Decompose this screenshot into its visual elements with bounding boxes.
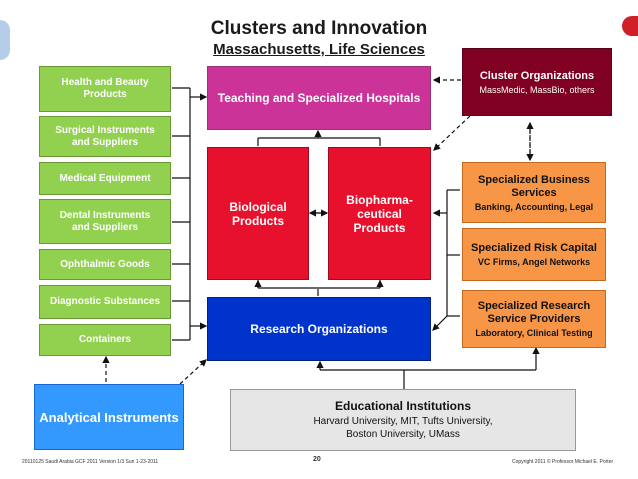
educational-institutions-box: Educational Institutions Harvard Univers… xyxy=(230,389,576,451)
research-service-providers-title: Specialized Research Service Providers xyxy=(477,300,591,325)
educational-institutions-sub: Harvard University, MIT, Tufts Universit… xyxy=(313,416,493,440)
research-organizations-label: Research Organizations xyxy=(250,322,388,336)
research-organizations-box: Research Organizations xyxy=(207,297,431,361)
biopharmaceutical-products-label: Biopharma-ceutical Products xyxy=(346,192,413,235)
risk-capital-title: Specialized Risk Capital xyxy=(471,242,597,254)
decorative-logo-right xyxy=(622,16,638,36)
research-service-providers-box: Specialized Research Service Providers L… xyxy=(462,290,606,348)
business-services-sub: Banking, Accounting, Legal xyxy=(474,201,594,212)
footer-right: Copyright 2011 © Professor Michael E. Po… xyxy=(512,459,614,465)
containers-box: Containers xyxy=(39,324,171,356)
biological-products-box: Biological Products xyxy=(207,147,309,280)
surgical-instruments-label: Surgical Instruments and Suppliers xyxy=(55,124,155,148)
dental-instruments-label: Dental Instruments and Suppliers xyxy=(59,209,151,233)
biological-products-label: Biological Products xyxy=(229,199,287,228)
medical-equipment-label: Medical Equipment xyxy=(59,172,151,184)
biopharmaceutical-products-box: Biopharma-ceutical Products xyxy=(328,147,431,280)
page-subtitle: Massachusetts, Life Sciences xyxy=(213,41,425,58)
cluster-organizations-sub: MassMedic, MassBio, others xyxy=(479,84,595,95)
business-services-box: Specialized Business Services Banking, A… xyxy=(462,162,606,223)
diagnostic-substances-label: Diagnostic Substances xyxy=(49,296,161,307)
health-beauty-label: Health and Beauty Products xyxy=(61,77,149,100)
analytical-instruments-box: Analytical Instruments xyxy=(34,384,184,450)
cluster-organizations-box: Cluster Organizations MassMedic, MassBio… xyxy=(462,48,612,116)
hospitals-label: Teaching and Specialized Hospitals xyxy=(217,91,421,105)
page-number: 20 xyxy=(313,456,321,463)
dental-instruments-box: Dental Instruments and Suppliers xyxy=(39,199,171,244)
cluster-organizations-title: Cluster Organizations xyxy=(479,69,595,82)
research-service-providers-sub: Laboratory, Clinical Testing xyxy=(475,328,593,338)
business-services-title: Specialized Business Services xyxy=(478,173,590,199)
risk-capital-sub: VC Firms, Angel Networks xyxy=(477,257,591,267)
diagnostic-substances-box: Diagnostic Substances xyxy=(39,285,171,319)
page-title: Clusters and Innovation xyxy=(210,18,428,39)
risk-capital-box: Specialized Risk Capital VC Firms, Angel… xyxy=(462,228,606,281)
analytical-instruments-label: Analytical Instruments xyxy=(39,409,179,425)
ophthalmic-goods-label: Ophthalmic Goods xyxy=(60,258,150,270)
containers-label: Containers xyxy=(78,334,132,345)
health-beauty-box: Health and Beauty Products xyxy=(39,66,171,112)
hospitals-box: Teaching and Specialized Hospitals xyxy=(207,66,431,130)
footer-left: 20110125 Saudi Arabia GCF 2011 Version 1… xyxy=(22,459,159,465)
medical-equipment-box: Medical Equipment xyxy=(39,162,171,195)
surgical-instruments-box: Surgical Instruments and Suppliers xyxy=(39,116,171,157)
decorative-logo-left xyxy=(0,20,10,60)
ophthalmic-goods-box: Ophthalmic Goods xyxy=(39,249,171,280)
educational-institutions-title: Educational Institutions xyxy=(334,399,471,413)
